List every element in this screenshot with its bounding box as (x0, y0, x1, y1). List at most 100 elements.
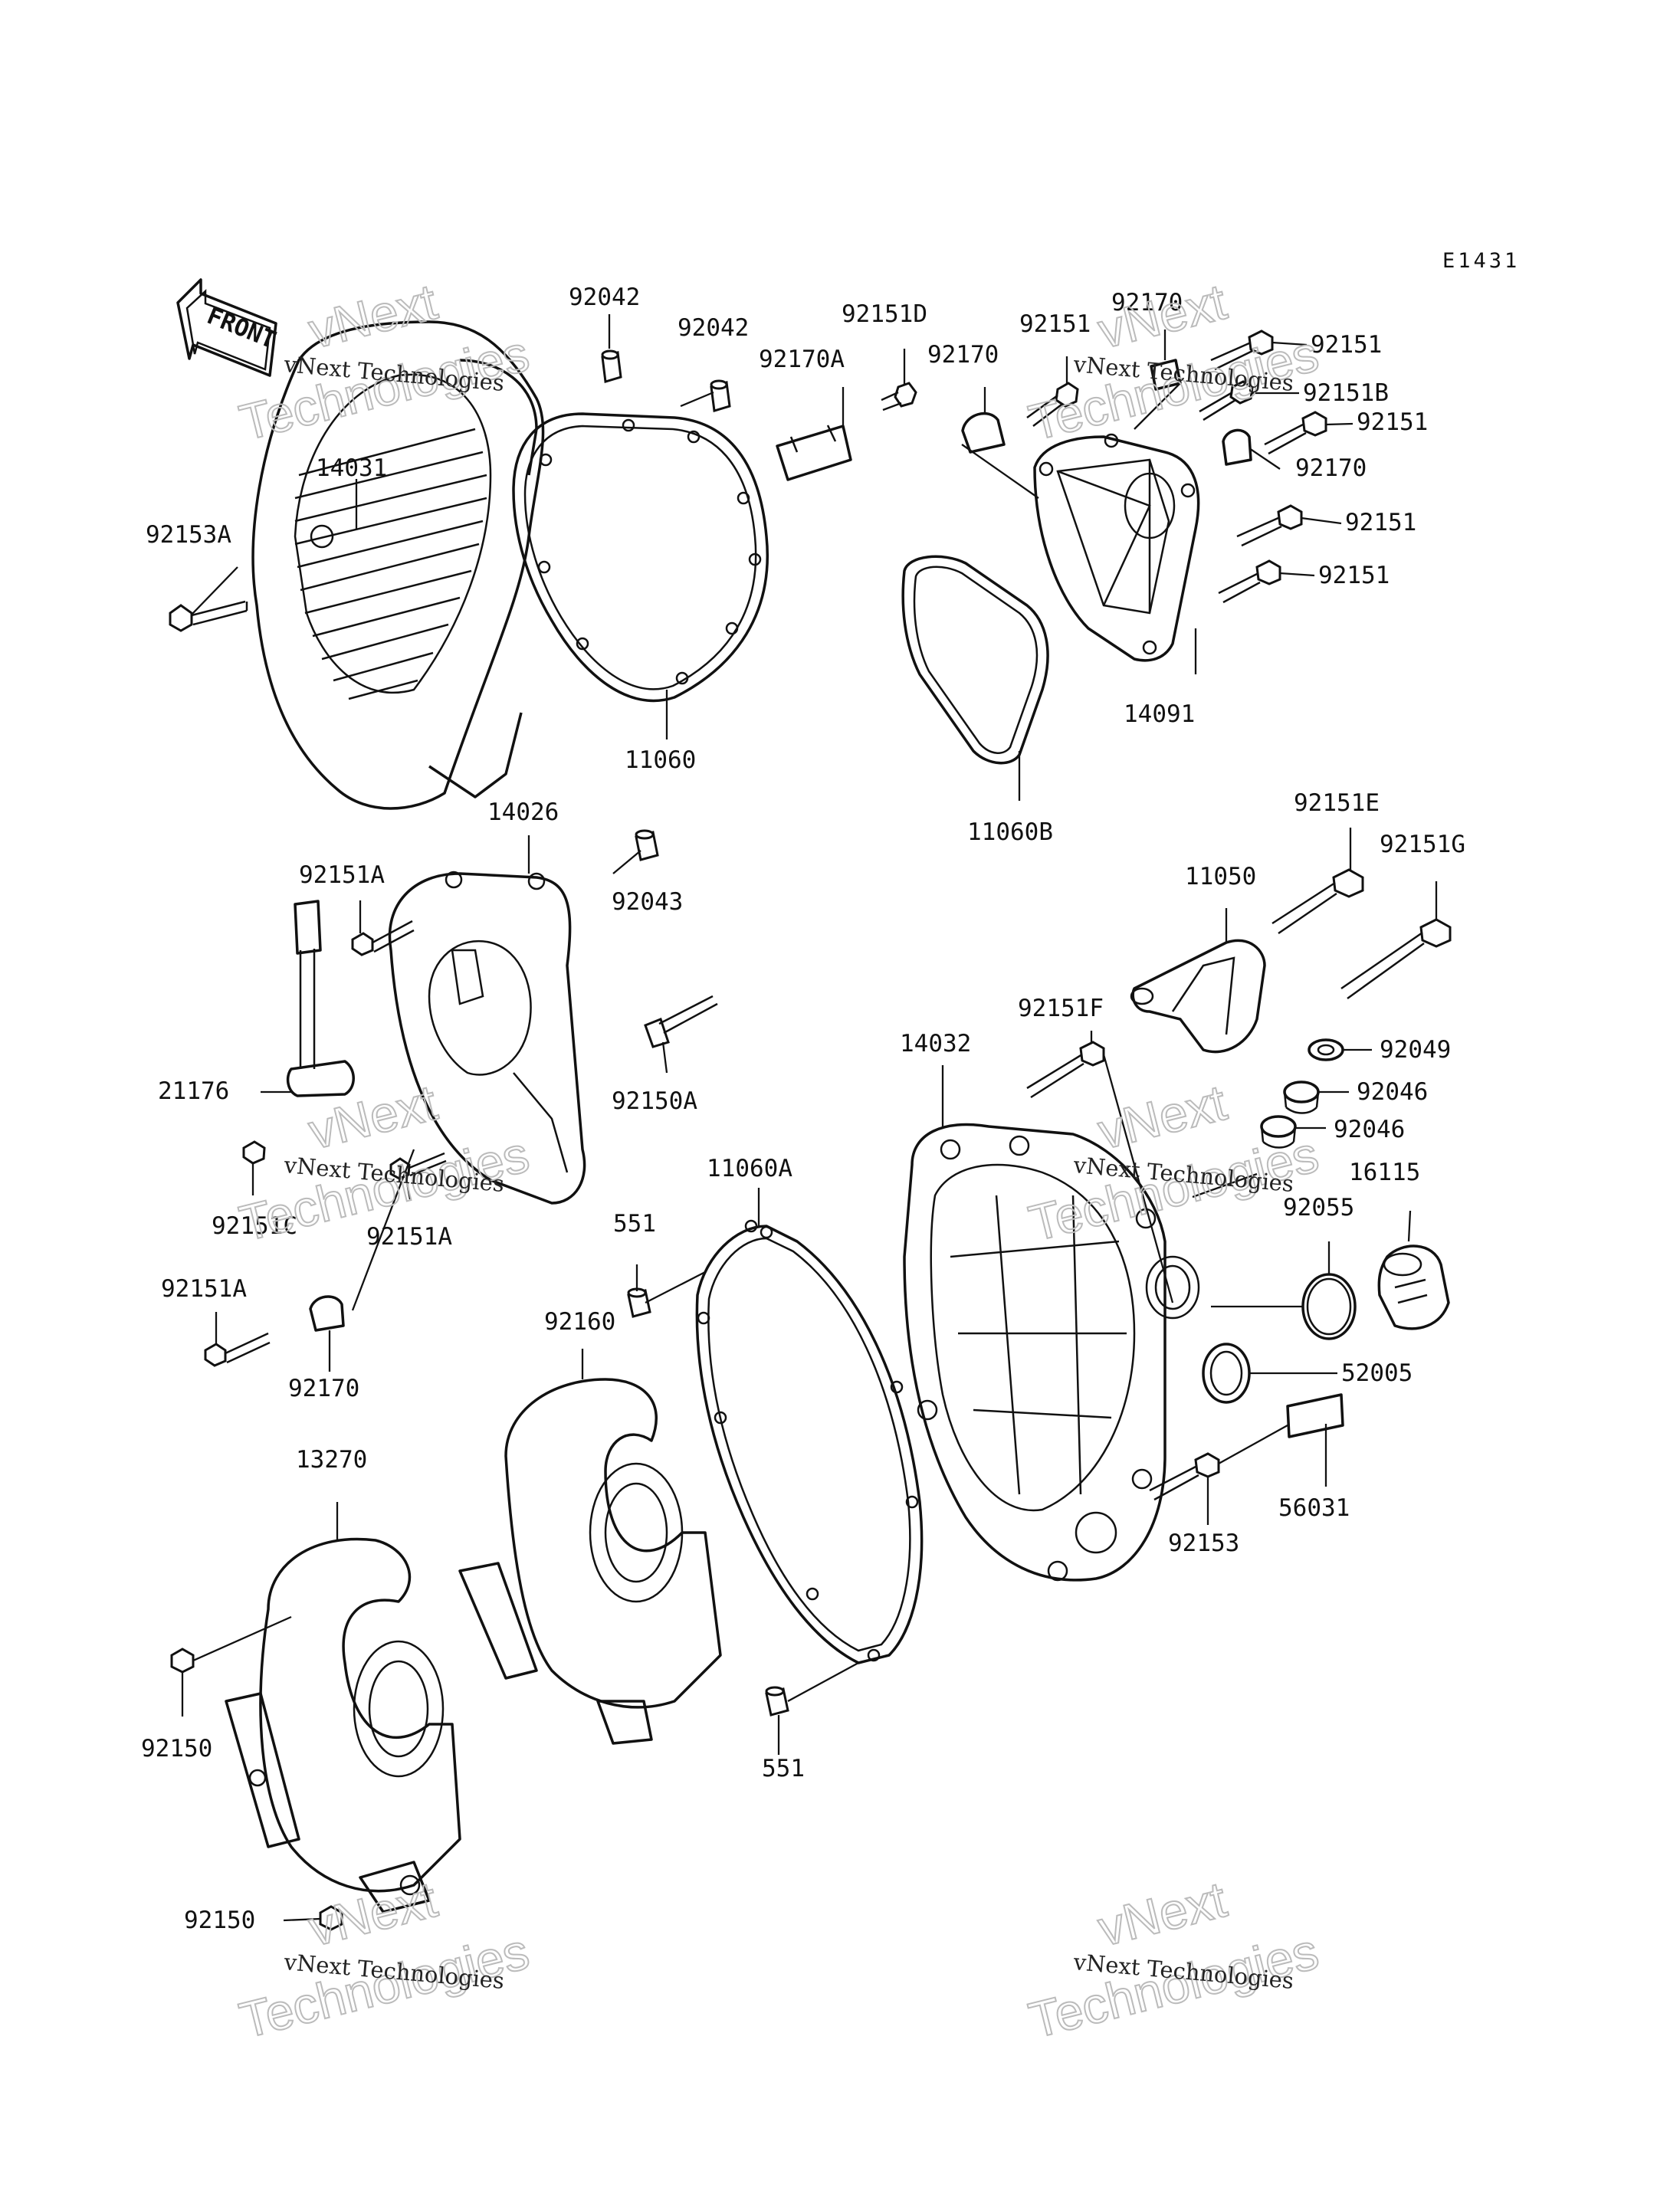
label-92151A-a: 92151A (299, 861, 385, 889)
label-551-a: 551 (613, 1210, 656, 1238)
watermark-bottom-left: vNext Technologies vNext Technologies (233, 1870, 535, 2050)
label-92151-c: 92151 (1357, 408, 1428, 436)
bolt-92151-c (1264, 411, 1327, 455)
plate-13270 (225, 1537, 461, 1913)
label-14032: 14032 (900, 1030, 971, 1058)
label-92046-a: 92046 (1357, 1078, 1428, 1106)
bushing-92049 (1308, 1038, 1344, 1061)
bolt-92151B (1199, 380, 1254, 421)
clamp-92170-a (961, 412, 1006, 454)
bolt-92151A-a (351, 920, 415, 956)
label-92151A-c: 92151A (161, 1275, 247, 1303)
label-92170-d: 92170 (288, 1375, 359, 1402)
label-92046-b: 92046 (1334, 1116, 1405, 1143)
bolt-92151A-c (204, 1332, 271, 1367)
label-92150-b: 92150 (184, 1907, 255, 1934)
label-92151-a: 92151 (1019, 310, 1091, 338)
label-56031 (1286, 1393, 1344, 1438)
label-92151B: 92151B (1303, 379, 1389, 407)
label-13270: 13270 (296, 1446, 367, 1474)
svg-text:vNext: vNext (303, 1074, 442, 1160)
label-21176: 21176 (158, 1077, 229, 1105)
o-ring-92055 (1301, 1273, 1357, 1340)
label-14091: 14091 (1124, 700, 1195, 728)
bolt-92150-b (319, 1905, 343, 1931)
label-92151G: 92151G (1380, 831, 1465, 858)
svg-text:vNext: vNext (1092, 273, 1232, 359)
dowel-pin-92043 (635, 829, 659, 861)
gasket-11060 (512, 412, 769, 703)
label-92150A: 92150A (612, 1087, 697, 1115)
bolt-92151-b (1026, 382, 1079, 427)
dowel-pin-92042-b (710, 379, 731, 412)
label-92151-b: 92151 (1311, 331, 1382, 359)
watermark-top-left: vNext Technologies vNext Technologies (233, 272, 535, 452)
label-92151F: 92151F (1018, 995, 1104, 1022)
label-92151D: 92151D (842, 300, 927, 328)
label-92043: 92043 (612, 888, 683, 916)
label-92160: 92160 (544, 1308, 615, 1336)
clutch-cover-14032 (903, 1123, 1200, 1582)
bolt-92151G (1340, 918, 1452, 1000)
diagram-code: E1431 (1442, 249, 1520, 273)
plate-92160 (458, 1378, 722, 1745)
bolt-92153A (169, 600, 248, 632)
dowel-pin-92042-a (601, 349, 622, 383)
bolt-92151-top (1210, 330, 1274, 371)
label-92170-b: 92170 (1111, 289, 1183, 316)
label-11060: 11060 (625, 746, 696, 774)
label-92049: 92049 (1380, 1036, 1451, 1064)
bolt-92150-a (170, 1648, 195, 1674)
watermark-mid-right: vNext Technologies vNext Technologies (1022, 1073, 1324, 1253)
bracket-11050 (1130, 939, 1266, 1054)
svg-text:vNext: vNext (1092, 1871, 1232, 1957)
clamp-92170A (776, 425, 852, 481)
label-92170A: 92170A (759, 346, 845, 373)
label-92170-a: 92170 (927, 341, 999, 369)
clamp-92170-d (309, 1295, 345, 1332)
generator-cover-14031 (251, 320, 545, 810)
filler-cap-16115 (1377, 1244, 1450, 1330)
bolt-92151A-b (389, 1152, 447, 1180)
bolt-92151-d (1236, 504, 1303, 547)
label-92042-b: 92042 (678, 314, 749, 342)
label-92151A-b: 92151A (366, 1223, 452, 1251)
svg-text:vNext: vNext (303, 273, 442, 359)
label-92055: 92055 (1283, 1194, 1354, 1221)
label-92151-e: 92151 (1318, 562, 1390, 589)
bolt-92153 (1149, 1452, 1220, 1501)
sight-window-52005 (1202, 1343, 1251, 1404)
bolt-92151D (881, 382, 917, 412)
clamp-92170-c (1222, 428, 1252, 466)
label-92151C: 92151C (212, 1212, 297, 1240)
cover-14026 (388, 871, 586, 1205)
front-arrow-icon: FRONT (176, 278, 280, 377)
bolt-92151-e (1218, 559, 1281, 604)
dowel-pin-551-a (627, 1287, 651, 1318)
label-11050: 11050 (1185, 863, 1256, 890)
label-92151E: 92151E (1294, 789, 1380, 817)
label-551-b: 551 (762, 1755, 805, 1782)
label-11060A: 11060A (707, 1155, 792, 1182)
label-92151-d: 92151 (1345, 509, 1416, 536)
label-56031: 56031 (1278, 1494, 1350, 1522)
gasket-11060A (695, 1219, 924, 1664)
svg-text:vNext: vNext (303, 1871, 442, 1957)
watermark-bottom-right: vNext Technologies vNext Technologies (1022, 1870, 1324, 2050)
leader-lines (181, 314, 1438, 1922)
bolt-92151F (1026, 1041, 1105, 1099)
label-16115: 16115 (1349, 1159, 1420, 1186)
bolt-92151C (242, 1140, 266, 1165)
gasket-11060B (901, 555, 1049, 765)
label-11060B: 11060B (967, 818, 1053, 846)
label-92042-a: 92042 (569, 284, 640, 311)
bushing-92046-a (1283, 1080, 1320, 1114)
cover-14091 (1033, 433, 1200, 662)
stud-92150A (644, 995, 718, 1048)
watermark-top-right: vNext Technologies vNext Technologies (1022, 272, 1324, 452)
bushing-92046-b (1260, 1115, 1297, 1149)
label-92153A: 92153A (146, 521, 231, 549)
label-92150-a: 92150 (141, 1735, 212, 1763)
dowel-pin-551-b (765, 1686, 789, 1717)
label-14031: 14031 (316, 454, 387, 482)
